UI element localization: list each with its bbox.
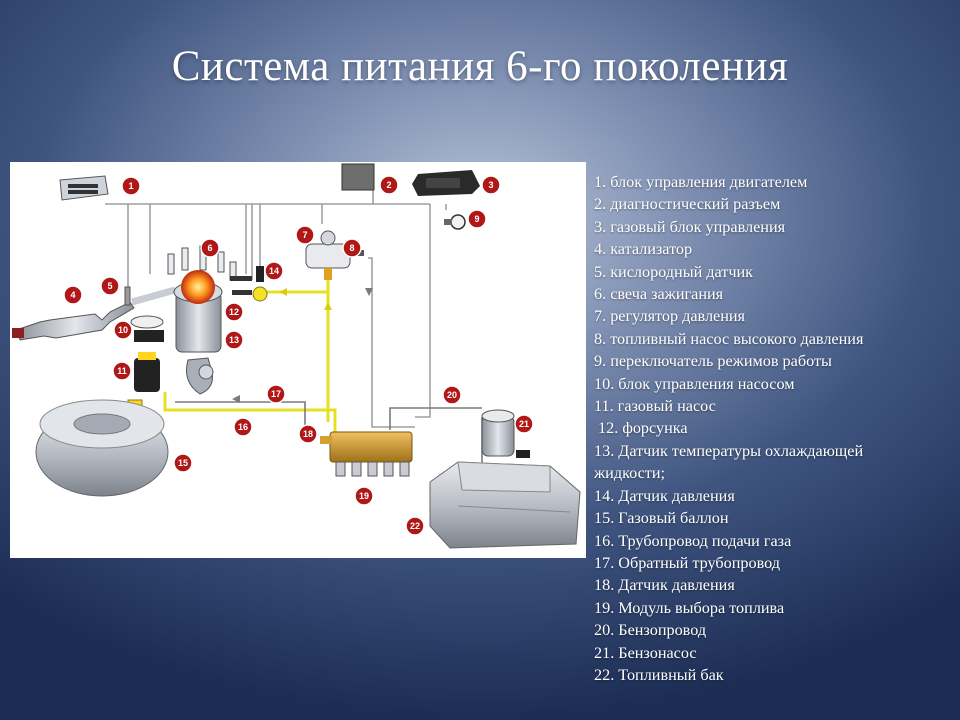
callout-4: 4 xyxy=(63,285,83,305)
fuel-pump xyxy=(481,409,530,458)
svg-text:14: 14 xyxy=(269,266,279,276)
legend-item-14: 14. Датчик давления xyxy=(594,486,735,505)
legend-item-4: 4. катализатор xyxy=(594,240,693,259)
svg-text:16: 16 xyxy=(238,422,248,432)
callout-3: 3 xyxy=(481,175,501,195)
wiring xyxy=(105,190,447,428)
svg-text:6: 6 xyxy=(207,243,212,253)
callout-20: 20 xyxy=(442,385,462,405)
flow-arrows xyxy=(232,288,373,403)
callout-21: 21 xyxy=(514,414,534,434)
legend-item-18: 18. Датчик давления xyxy=(594,576,735,595)
callout-2: 2 xyxy=(379,175,399,195)
fuel-selector-module xyxy=(320,431,413,477)
mode-switch xyxy=(444,214,466,230)
legend-item-11: 11. газовый насос xyxy=(594,397,716,416)
pressure-regulator xyxy=(305,230,364,280)
svg-text:2: 2 xyxy=(386,180,391,190)
pump-control-unit xyxy=(130,315,164,342)
legend-item-19: 19. Модуль выбора топлива xyxy=(594,598,785,617)
svg-text:12: 12 xyxy=(229,307,239,317)
callout-16: 16 xyxy=(233,417,253,437)
svg-text:9: 9 xyxy=(474,214,479,224)
callout-6: 6 xyxy=(200,238,220,258)
svg-text:13: 13 xyxy=(229,335,239,345)
callout-22: 22 xyxy=(405,516,425,536)
svg-text:3: 3 xyxy=(488,180,493,190)
callout-19: 19 xyxy=(354,486,374,506)
legend-item-20: 20. Бензопровод xyxy=(594,621,707,640)
callout-11: 11 xyxy=(112,361,132,381)
oxygen-sensor xyxy=(124,286,131,306)
legend-item-2: 2. диагностический разъем xyxy=(594,195,781,214)
legend-item-3: 3. газовый блок управления xyxy=(594,217,786,236)
callout-18: 18 xyxy=(298,424,318,444)
callout-1: 1 xyxy=(121,176,141,196)
legend-item-17: 17. Обратный трубопровод xyxy=(594,553,780,572)
component-legend: 1. блок управления двигателем 2. диагнос… xyxy=(594,171,924,686)
gas-pump xyxy=(127,352,160,409)
legend-item-9: 9. переключатель режимов работы xyxy=(594,352,832,371)
svg-text:7: 7 xyxy=(302,230,307,240)
svg-text:17: 17 xyxy=(271,389,281,399)
legend-item-16: 16. Трубопровод подачи газа xyxy=(594,531,792,550)
callout-7: 7 xyxy=(295,225,315,245)
legend-item-15: 15. Газовый баллон xyxy=(594,509,729,528)
legend-item-1: 1. блок управления двигателем xyxy=(594,173,808,191)
slide-title: Система питания 6-го поколения xyxy=(171,43,789,90)
svg-text:11: 11 xyxy=(117,366,127,376)
legend-item-6: 6. свеча зажигания xyxy=(594,285,724,304)
injector-fitting xyxy=(252,286,268,302)
svg-text:21: 21 xyxy=(519,419,529,429)
fuel-system-diagram: 1 2 3 4 5 6 7 8 9 10 11 12 13 14 15 16 1… xyxy=(10,162,586,558)
diagram-canvas: 1 2 3 4 5 6 7 8 9 10 11 12 13 14 15 16 1… xyxy=(12,163,581,549)
svg-text:1: 1 xyxy=(128,181,133,191)
legend-item-12: 12. форсунка xyxy=(594,419,688,438)
catalytic-converter xyxy=(12,301,135,341)
svg-text:8: 8 xyxy=(349,243,354,253)
callout-12: 12 xyxy=(224,302,244,322)
legend-item-10: 10. блок управления насосом xyxy=(594,374,795,393)
gas-cylinder xyxy=(35,399,169,497)
callout-8: 8 xyxy=(342,238,362,258)
callout-13: 13 xyxy=(224,330,244,350)
svg-text:20: 20 xyxy=(447,390,457,400)
svg-text:4: 4 xyxy=(70,290,75,300)
combustion-flame xyxy=(181,270,215,304)
legend-item-7: 7. регулятор давления xyxy=(594,307,745,326)
legend-item-8: 8. топливный насос высокого давления xyxy=(594,329,864,348)
pressure-sensor-14 xyxy=(256,266,264,282)
engine-ecu xyxy=(59,175,109,201)
legend-item-21: 21. Бензонасос xyxy=(594,643,697,662)
engine-block xyxy=(167,245,252,395)
svg-text:15: 15 xyxy=(178,458,188,468)
callout-17: 17 xyxy=(266,384,286,404)
callout-9: 9 xyxy=(467,209,487,229)
legend-item-22: 22. Топливный бак xyxy=(594,665,724,684)
callout-5: 5 xyxy=(100,276,120,296)
gas-ecu xyxy=(412,170,480,196)
callout-15: 15 xyxy=(173,453,193,473)
svg-text:19: 19 xyxy=(359,491,369,501)
svg-text:10: 10 xyxy=(118,325,128,335)
svg-text:5: 5 xyxy=(107,281,112,291)
svg-text:18: 18 xyxy=(303,429,313,439)
fuel-tank xyxy=(429,461,581,549)
svg-text:22: 22 xyxy=(410,521,420,531)
callout-14: 14 xyxy=(264,261,284,281)
exhaust-pipe xyxy=(131,286,176,306)
legend-item-5: 5. кислородный датчик xyxy=(594,262,754,281)
callout-10: 10 xyxy=(113,320,133,340)
diagnostic-connector xyxy=(341,163,375,191)
legend-item-13: 13. Датчик температуры охлаждающей жидко… xyxy=(594,441,864,483)
